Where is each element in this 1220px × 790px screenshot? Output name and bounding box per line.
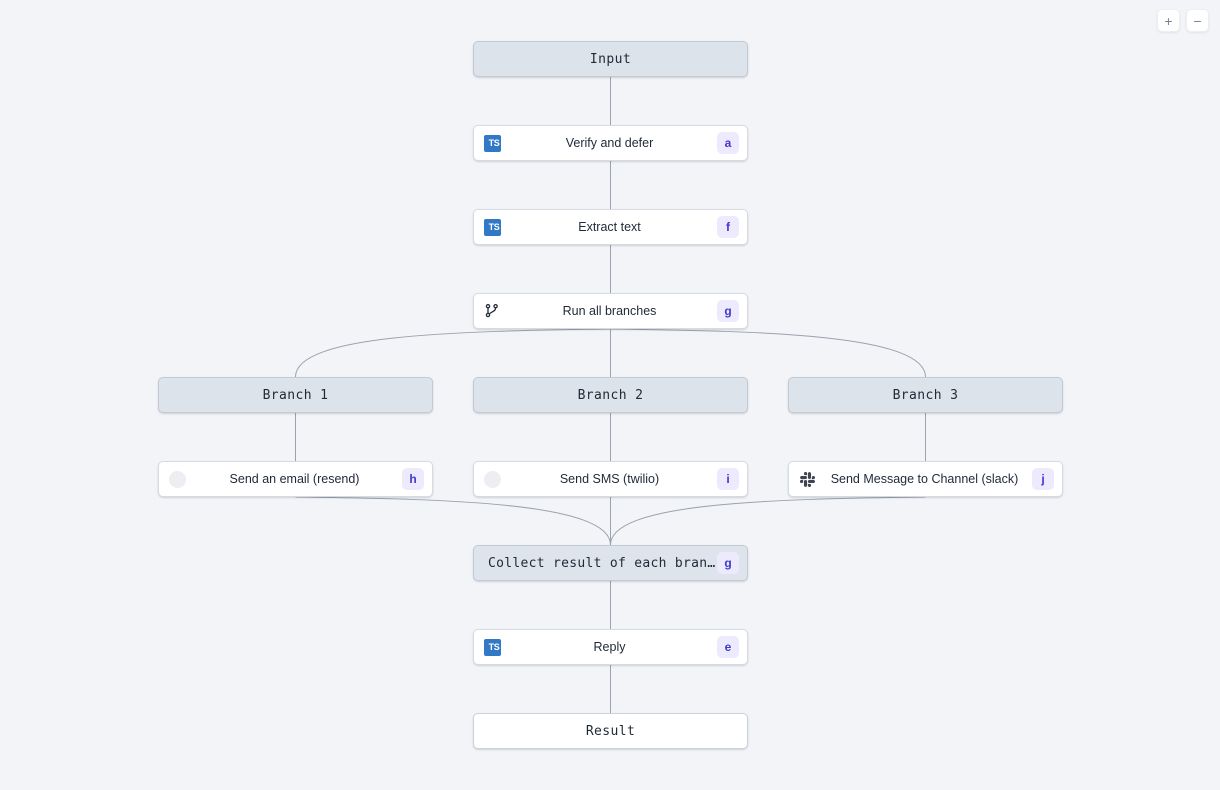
node-label: Branch 3 (892, 387, 959, 403)
node-badge[interactable]: i (717, 468, 739, 490)
node-label: Extract text (578, 220, 641, 234)
node-branch1[interactable]: Branch 1 (158, 377, 433, 413)
slack-icon (797, 469, 817, 489)
node-extract[interactable]: TS Extract text f (473, 209, 748, 245)
node-verify[interactable]: TS Verify and defer a (473, 125, 748, 161)
zoom-controls: + − (1157, 9, 1209, 32)
node-label: Input (589, 51, 632, 67)
edge-email-to-collect (295, 496, 611, 546)
node-badge[interactable]: f (717, 216, 739, 238)
node-label: Send an email (resend) (229, 472, 360, 486)
node-badge[interactable]: e (717, 636, 739, 658)
node-runall[interactable]: Run all branches g (473, 293, 748, 329)
node-branch2[interactable]: Branch 2 (473, 377, 748, 413)
node-badge[interactable]: a (717, 132, 739, 154)
node-slack[interactable]: Send Message to Channel (slack) j (788, 461, 1063, 497)
minus-icon: − (1193, 12, 1202, 29)
ts-icon: TS (482, 133, 502, 153)
node-sms[interactable]: Send SMS (twilio) i (473, 461, 748, 497)
plus-icon: + (1164, 12, 1173, 29)
zoom-in-button[interactable]: + (1157, 9, 1180, 32)
node-reply[interactable]: TS Reply e (473, 629, 748, 665)
ts-icon: TS (482, 637, 502, 657)
node-branch3[interactable]: Branch 3 (788, 377, 1063, 413)
node-badge[interactable]: g (717, 552, 739, 574)
node-label: Verify and defer (565, 136, 654, 150)
node-badge[interactable]: g (717, 300, 739, 322)
node-badge[interactable]: j (1032, 468, 1054, 490)
node-label: Branch 1 (262, 387, 329, 403)
edge-slack-to-collect (610, 496, 926, 546)
node-label: Branch 2 (577, 387, 644, 403)
edge-runall-to-branch3 (610, 328, 926, 378)
node-result[interactable]: Result (473, 713, 748, 749)
ts-icon: TS (482, 217, 502, 237)
node-badge[interactable]: h (402, 468, 424, 490)
zoom-out-button[interactable]: − (1186, 9, 1209, 32)
node-label: Reply (593, 640, 626, 654)
branch-icon (482, 301, 502, 321)
edge-runall-to-branch1 (295, 328, 611, 378)
resend-icon (167, 469, 187, 489)
node-email[interactable]: Send an email (resend) h (158, 461, 433, 497)
node-label: Send SMS (twilio) (559, 472, 660, 486)
node-input[interactable]: Input (473, 41, 748, 77)
node-label: Run all branches (562, 304, 657, 318)
node-label: Result (585, 723, 636, 739)
twilio-icon (482, 469, 502, 489)
node-label: Collect result of each branch (488, 555, 717, 571)
node-label: Send Message to Channel (slack) (830, 472, 1019, 486)
